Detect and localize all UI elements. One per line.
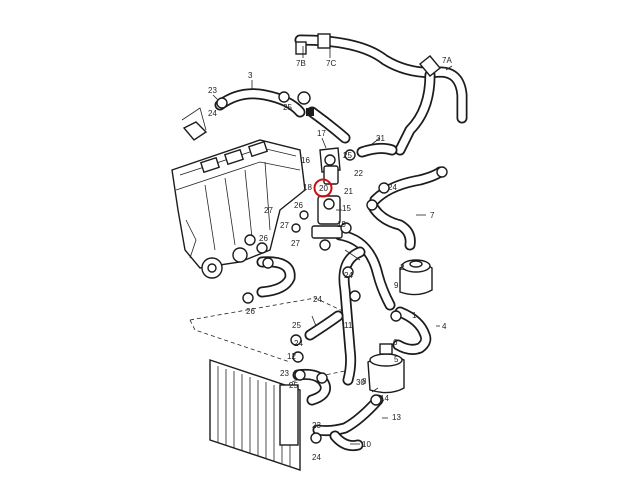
leader-lines (212, 46, 453, 445)
hose-left-lower (256, 256, 296, 298)
label-15: 15 (342, 204, 351, 213)
label-27-b: 27 (280, 221, 289, 230)
label-25-top: 25 (283, 103, 292, 112)
label-11: 11 (344, 321, 353, 330)
hose-clamps (216, 91, 448, 444)
label-9: 9 (394, 281, 399, 290)
pipe-7a (294, 34, 468, 156)
label-18: 18 (303, 183, 312, 192)
hose-upper-bypass (306, 106, 351, 144)
label-24-bot: 24 (312, 453, 321, 462)
label-20: 20 (319, 184, 328, 193)
label-25-low: 25 (292, 321, 301, 330)
label-8: 8 (362, 377, 367, 386)
engine-block (171, 107, 306, 279)
label-7: 7 (430, 211, 435, 220)
pipe-fittings (295, 33, 441, 116)
callout-labels: 23 3 24 25 7B 7C 7A 17 31 16 25 22 18 21… (208, 56, 452, 462)
coolant-reservoir (367, 343, 405, 394)
label-26-bot: 26 (246, 307, 255, 316)
label-24-r2: 24 (313, 295, 322, 304)
label-19: 19 (337, 220, 346, 229)
label-1: 1 (412, 311, 417, 320)
label-3: 3 (248, 71, 253, 80)
label-23-top: 23 (208, 86, 217, 95)
label-5: 5 (394, 355, 399, 364)
radiator (209, 359, 301, 471)
hose-12 (304, 310, 344, 341)
hose-3 (214, 88, 306, 118)
label-26-left: 26 (259, 234, 268, 243)
label-24-top: 24 (208, 109, 217, 118)
label-30: 30 (356, 378, 365, 387)
label-22: 22 (354, 169, 363, 178)
hose-30 (292, 369, 331, 406)
label-14: 14 (380, 394, 389, 403)
label-27-a: 27 (264, 206, 273, 215)
label-12: 12 (287, 352, 296, 361)
label-31: 31 (376, 134, 385, 143)
label-6: 6 (393, 338, 398, 347)
label-25-mid: 25 (343, 151, 352, 160)
hose-9 (334, 229, 396, 311)
label-27-c: 27 (291, 239, 300, 248)
hose-4 (392, 306, 432, 355)
hose-11 (338, 246, 366, 386)
label-2: 2 (400, 263, 405, 272)
label-17: 17 (317, 129, 326, 138)
label-16: 16 (301, 156, 310, 165)
label-25-bot: 25 (289, 381, 298, 390)
hose-31 (356, 142, 398, 158)
label-26-top: 26 (294, 201, 303, 210)
label-13: 13 (392, 413, 401, 422)
label-21: 21 (344, 187, 353, 196)
label-23-bot: 23 (312, 421, 321, 430)
label-10: 10 (362, 440, 371, 449)
label-24-low: 24 (294, 339, 303, 348)
label-24-mid: 24 (388, 183, 397, 192)
label-7a: 7A (442, 56, 452, 65)
label-24-r1: 24 (344, 271, 353, 280)
label-7c: 7C (326, 59, 336, 68)
expansion-tank (399, 259, 433, 296)
label-23-low: 23 (280, 369, 289, 378)
hose-10 (329, 430, 364, 452)
label-7b: 7B (296, 59, 306, 68)
hose-13 (312, 394, 384, 437)
highlight-circle-part-20 (313, 178, 333, 198)
label-4: 4 (442, 322, 447, 331)
